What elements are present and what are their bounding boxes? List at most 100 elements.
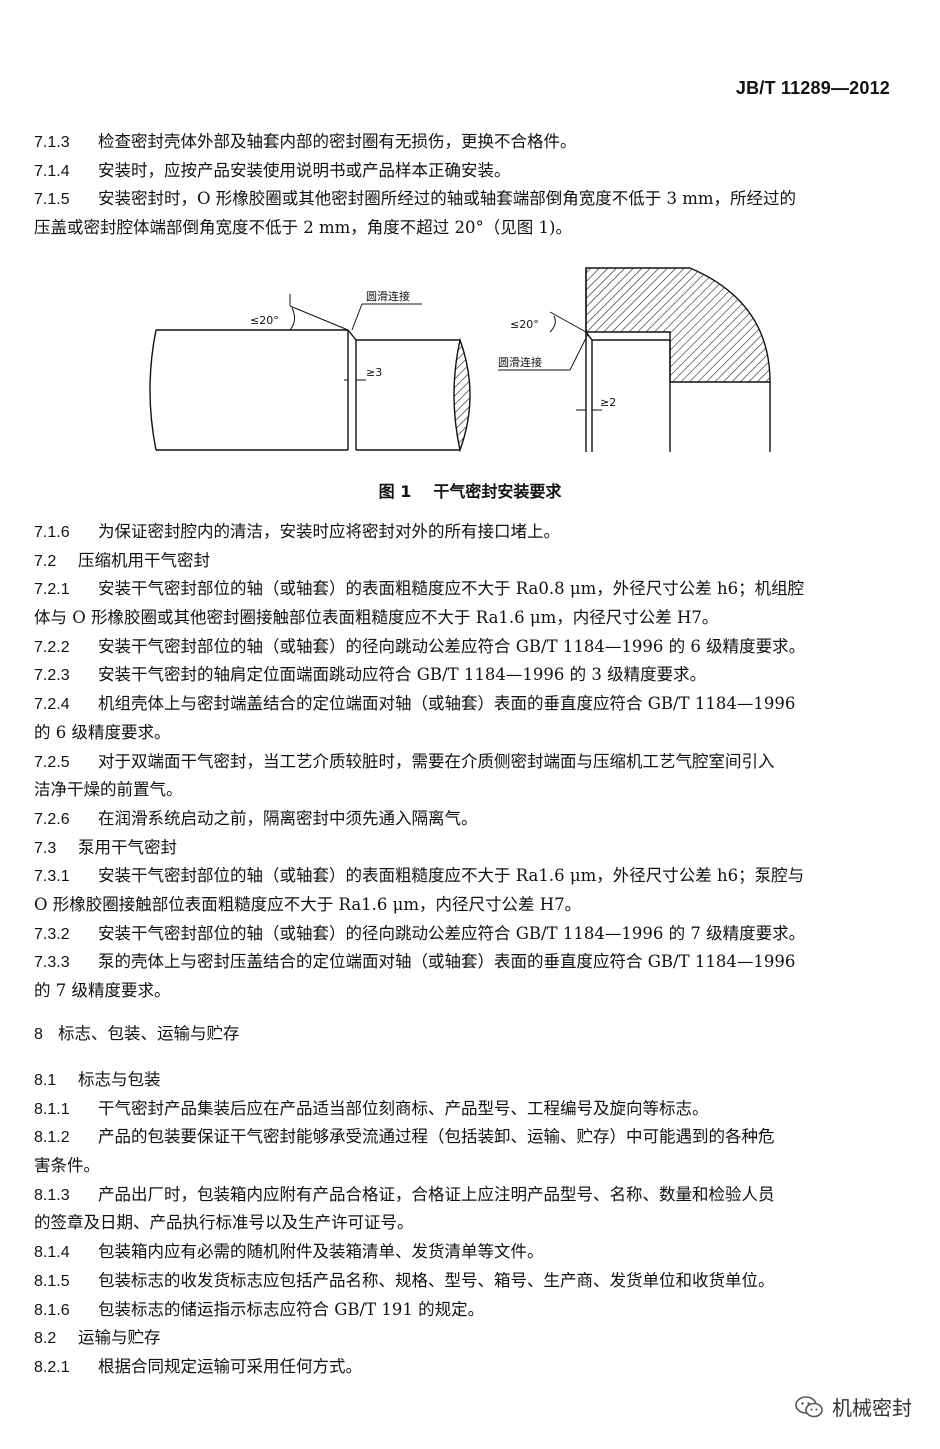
clause-line-continued: O 形橡胶圈接触部位表面粗糙度应不大于 Ra1.6 μm，内径尺寸公差 H7。 (34, 891, 892, 920)
document-number: JB/T 11289—2012 (735, 78, 890, 98)
section-heading: 8 标志、包装、运输与贮存 (34, 1020, 892, 1049)
seal-installation-diagram: ≤20° 圆滑连接 ≥3 ≤20° 圆滑连接 ≥2 (149, 267, 771, 453)
wechat-icon (795, 1395, 823, 1417)
clause-text: 包装标志的储运指示标志应符合 GB/T 191 的规定。 (98, 1299, 485, 1319)
subsection-heading: 7.2 压缩机用干气密封 (34, 547, 892, 576)
clause-text: 产品的包装要保证干气密封能够承受流通过程（包括装卸、运输、贮存）中可能遇到的各种… (98, 1127, 775, 1147)
heading-text: 标志与包装 (78, 1070, 161, 1089)
clause-line: 8.1.6 包装标志的储运指示标志应符合 GB/T 191 的规定。 (34, 1296, 892, 1325)
section-number: 8 (34, 1026, 43, 1043)
clause-line-continued: 的 6 级精度要求。 (34, 719, 892, 748)
figure-caption: 图 1 干气密封安装要求 (0, 478, 940, 502)
right-width-label: ≥2 (600, 396, 616, 409)
clause-text: 包装标志的收发货标志应包括产品名称、规格、型号、箱号、生产商、发货单位和收货单位… (98, 1270, 775, 1290)
heading-text: 运输与贮存 (78, 1328, 161, 1348)
left-width-label: ≥3 (366, 366, 382, 379)
clause-text: 根据合同规定运输可采用任何方式。 (98, 1356, 362, 1376)
heading-text: 压缩机用干气密封 (78, 550, 210, 570)
clause-line: 7.2.5 对于双端面干气密封，当工艺介质较脏时，需要在介质侧密封端面与压缩机工艺… (34, 748, 892, 777)
clause-line: 7.3.3 泵的壳体上与密封压盖结合的定位端面对轴（或轴套）表面的垂直度应符合 G… (34, 948, 892, 977)
left-shaft-drawing (149, 294, 471, 453)
subsection-heading: 8.1 标志与包装 (34, 1066, 892, 1095)
clause-line: 7.3.1 安装干气密封部位的轴（或轴套）的表面粗糙度应不大于 Ra1.6 μm，… (34, 862, 892, 891)
clause-line: 8.1.2 产品的包装要保证干气密封能够承受流通过程（包括装卸、运输、贮存）中可能… (34, 1123, 892, 1152)
clause-text: 安装干气密封的轴肩定位面端面跳动应符合 GB/T 1184—1996 的 3 级… (98, 665, 707, 685)
figure-number: 图 1 (378, 482, 412, 501)
clause-number: 7.2.1 (34, 581, 70, 599)
clause-text: 的 6 级精度要求。 (34, 722, 171, 742)
clause-line-continued: 体与 O 形橡胶圈或其他密封圈接触部位表面粗糙度应不大于 Ra1.6 μm，内径… (34, 604, 892, 633)
heading-text: 泵用干气密封 (78, 837, 177, 857)
clause-number: 7.2.4 (34, 696, 70, 714)
clause-line: 8.2.1 根据合同规定运输可采用任何方式。 (34, 1353, 892, 1382)
clause-text: 对于双端面干气密封，当工艺介质较脏时，需要在介质侧密封端面与压缩机工艺气腔室间引… (98, 751, 775, 771)
clause-line: 7.2.3 安装干气密封的轴肩定位面端面跳动应符合 GB/T 1184—1996 … (34, 661, 892, 690)
clause-line: 7.1.3 检查密封壳体外部及轴套内部的密封圈有无损伤，更换不合格件。 (34, 128, 892, 157)
clause-text: 为保证密封腔内的清洁，安装时应将密封对外的所有接口堵上。 (98, 522, 560, 541)
clause-line: 7.2.4 机组壳体上与密封端盖结合的定位端面对轴（或轴套）表面的垂直度应符合 G… (34, 690, 892, 719)
figure-1: ≤20° 圆滑连接 ≥3 ≤20° 圆滑连接 ≥2 (130, 262, 810, 462)
clause-line: 7.1.4 安装时，应按产品安装使用说明书或产品样本正确安装。 (34, 157, 892, 186)
clause-number: 7.2.3 (34, 667, 70, 685)
clause-text: 的签章及日期、产品执行标准号以及生产许可证号。 (34, 1213, 414, 1233)
clause-number: 8.1.6 (34, 1301, 70, 1319)
clause-text: 压盖或密封腔体端部倒角宽度不低于 2 mm，角度不超过 20°（见图 1)。 (34, 218, 572, 238)
clause-line-continued: 压盖或密封腔体端部倒角宽度不低于 2 mm，角度不超过 20°（见图 1)。 (34, 214, 892, 243)
clause-number: 7.3 (34, 839, 57, 857)
clause-text: 体与 O 形橡胶圈或其他密封圈接触部位表面粗糙度应不大于 Ra1.6 μm，内径… (34, 608, 719, 628)
watermark-text: 机械密封 (832, 1396, 912, 1420)
clause-line: 7.2.1 安装干气密封部位的轴（或轴套）的表面粗糙度应不大于 Ra0.8 μm，… (34, 575, 892, 604)
clause-text: 的 7 级精度要求。 (34, 981, 171, 1000)
section-title: 标志、包装、运输与贮存 (58, 1024, 240, 1043)
clause-line-continued: 洁净干燥的前置气。 (34, 776, 892, 805)
clause-number: 8.1.1 (34, 1100, 70, 1118)
clause-text: 安装干气密封部位的轴（或轴套）的径向跳动公差应符合 GB/T 1184—1996… (98, 923, 806, 943)
clause-number: 7.2 (34, 552, 57, 570)
clause-text: 包装箱内应有必需的随机附件及装箱清单、发货清单等文件。 (98, 1242, 544, 1262)
clause-line: 7.2.2 安装干气密封部位的轴（或轴套）的径向跳动公差应符合 GB/T 1184… (34, 633, 892, 662)
clause-text: 安装时，应按产品安装使用说明书或产品样本正确安装。 (98, 160, 511, 180)
clause-text: 机组壳体上与密封端盖结合的定位端面对轴（或轴套）表面的垂直度应符合 GB/T 1… (98, 694, 796, 714)
clause-line: 8.1.4 包装箱内应有必需的随机附件及装箱清单、发货清单等文件。 (34, 1238, 892, 1267)
clause-number: 7.2.5 (34, 753, 70, 771)
right-housing-drawing (498, 267, 771, 452)
clause-number: 7.1.4 (34, 162, 70, 180)
clause-text: 泵的壳体上与密封压盖结合的定位端面对轴（或轴套）表面的垂直度应符合 GB/T 1… (98, 952, 796, 972)
clause-text: O 形橡胶圈接触部位表面粗糙度应不大于 Ra1.6 μm，内径尺寸公差 H7。 (34, 894, 582, 914)
right-angle-label: ≤20° (510, 318, 539, 331)
clause-number: 7.1.3 (34, 134, 70, 151)
clause-block-top: 7.1.3 检查密封壳体外部及轴套内部的密封圈有无损伤，更换不合格件。 7.1.4… (34, 128, 892, 243)
clause-line-continued: 害条件。 (34, 1152, 892, 1181)
clause-number: 8.1 (34, 1072, 57, 1089)
clause-text: 安装干气密封部位的轴（或轴套）的表面粗糙度应不大于 Ra0.8 μm，外径尺寸公… (98, 579, 805, 599)
clause-line: 8.1.5 包装标志的收发货标志应包括产品名称、规格、型号、箱号、生产商、发货单位… (34, 1267, 892, 1296)
clause-number: 8.1.4 (34, 1244, 70, 1262)
clause-number: 7.1.6 (34, 524, 70, 541)
clause-number: 7.3.2 (34, 925, 70, 943)
clause-number: 8.2.1 (34, 1358, 70, 1376)
clause-number: 8.1.5 (34, 1272, 70, 1290)
clause-text: 检查密封壳体外部及轴套内部的密封圈有无损伤，更换不合格件。 (98, 132, 577, 151)
section-8-heading: 8 标志、包装、运输与贮存 (34, 1020, 892, 1049)
clause-text: 洁净干燥的前置气。 (34, 780, 183, 800)
clause-number: 8.1.3 (34, 1186, 70, 1204)
clause-text: 在润滑系统启动之前，隔离密封中须先通入隔离气。 (98, 808, 478, 828)
left-angle-label: ≤20° (250, 314, 279, 327)
clause-line: 7.2.6 在润滑系统启动之前，隔离密封中须先通入隔离气。 (34, 805, 892, 834)
figure-title: 干气密封安装要求 (433, 482, 562, 501)
watermark: 机械密封 (794, 1392, 912, 1421)
subsection-heading: 7.3 泵用干气密封 (34, 834, 892, 863)
clause-number: 7.1.5 (34, 191, 70, 209)
clause-number: 7.2.2 (34, 638, 70, 656)
clause-number: 7.2.6 (34, 810, 70, 828)
clause-text: 安装干气密封部位的轴（或轴套）的表面粗糙度应不大于 Ra1.6 μm，外径尺寸公… (98, 866, 805, 886)
clause-number: 8.1.2 (34, 1129, 70, 1147)
clause-text: 安装干气密封部位的轴（或轴套）的径向跳动公差应符合 GB/T 1184—1996… (98, 636, 806, 656)
clause-number: 7.3.1 (34, 868, 70, 886)
clause-number: 7.3.3 (34, 954, 70, 972)
